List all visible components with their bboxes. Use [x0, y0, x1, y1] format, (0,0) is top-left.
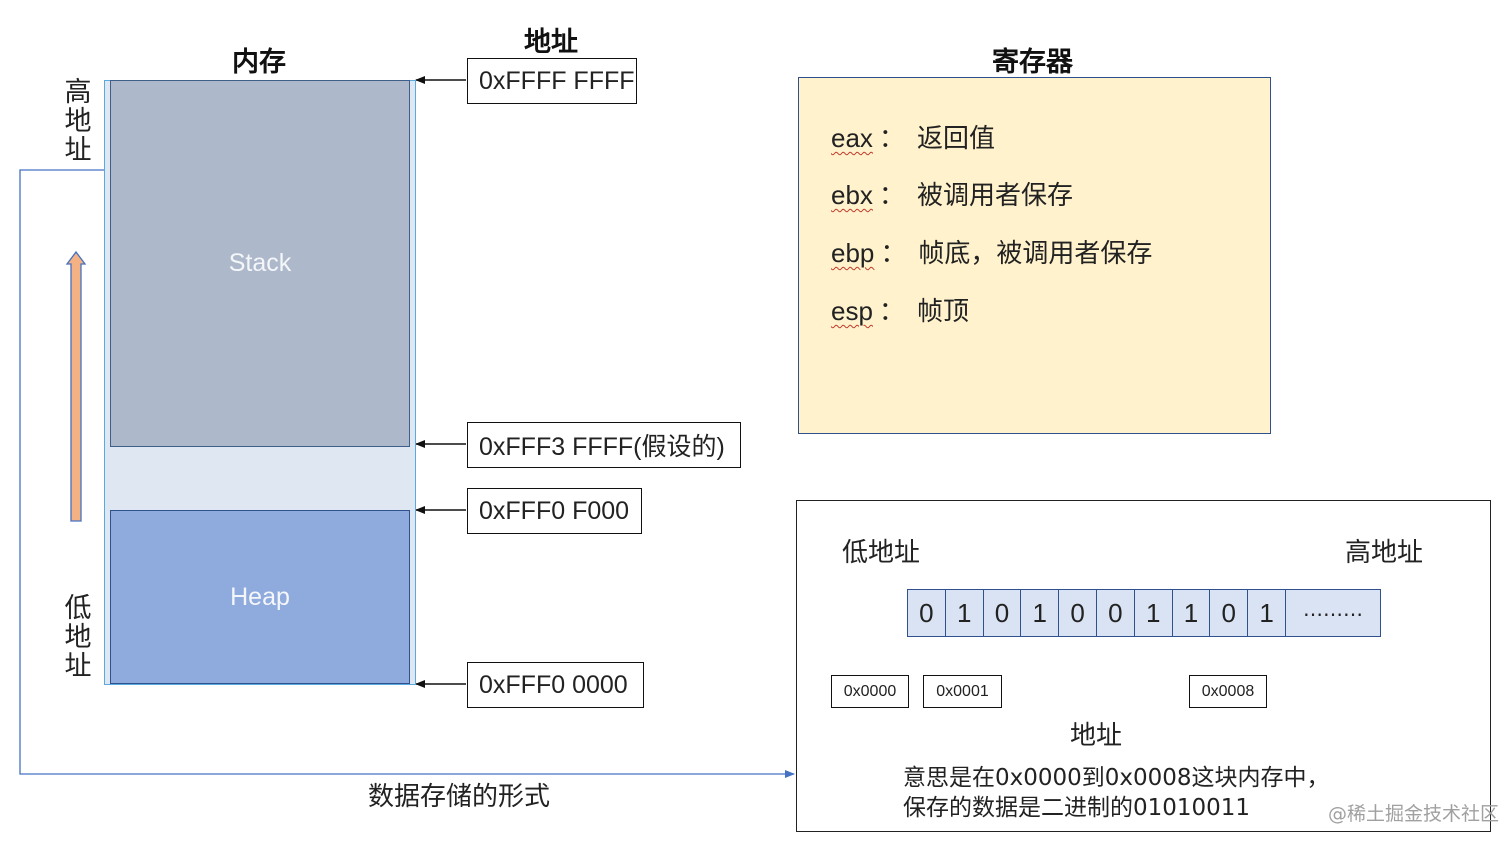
bit-cell: 0 [1097, 590, 1135, 636]
byte-address-0008: 0x0008 [1189, 675, 1267, 708]
address-box-stack-bottom: 0xFFF3 FFFF(假设的) [467, 422, 741, 468]
bit-cell: 0 [908, 590, 946, 636]
bit-cell: 1 [946, 590, 984, 636]
heap-segment: Heap [110, 510, 410, 684]
register-row-ebx: ebx：被调用者保存 [831, 180, 1073, 211]
registers-title: 寄存器 [992, 47, 1073, 78]
high-address-text: 高地址 [1345, 538, 1424, 568]
low-address-label: 低 地 址 [64, 593, 92, 682]
bit-array: 0 1 0 1 0 0 1 1 0 1 ……… [907, 589, 1381, 637]
bit-cell: 1 [1021, 590, 1060, 636]
bit-cell: 1 [1135, 590, 1173, 636]
registers-box: eax：返回值 ebx：被调用者保存 ebp：帧底，被调用者保存 esp：帧顶 [798, 77, 1271, 434]
register-row-esp: esp：帧顶 [831, 296, 969, 327]
explanation-line-1: 意思是在0x0000到0x0008这块内存中， [903, 765, 1330, 791]
address-box-top: 0xFFFF FFFF [467, 58, 637, 104]
bit-cell: 0 [984, 590, 1022, 636]
stack-label: Stack [228, 249, 292, 277]
heap-label: Heap [230, 582, 290, 611]
high-address-label: 高 地 址 [64, 77, 92, 166]
storage-panel [796, 500, 1491, 832]
address-box-heap-top: 0xFFF0 F000 [467, 488, 642, 534]
explanation-line-2: 保存的数据是二进制的01010011 [903, 795, 1251, 821]
memory-title: 内存 [232, 47, 286, 78]
bit-cell: 1 [1248, 590, 1286, 636]
byte-address-0000: 0x0000 [831, 675, 909, 708]
address-box-bottom: 0xFFF0 0000 [467, 662, 644, 708]
address-title: 地址 [524, 27, 578, 58]
storage-caption: 数据存储的形式 [368, 782, 551, 812]
storage-connector [19, 169, 795, 778]
byte-address-0001: 0x0001 [923, 675, 1002, 708]
low-address-text: 低地址 [842, 538, 921, 568]
bit-cell: 0 [1059, 590, 1097, 636]
register-row-eax: eax：返回值 [831, 123, 995, 154]
bit-cell: 1 [1173, 590, 1211, 636]
stack-segment: Stack [110, 80, 410, 447]
watermark: @稀土掘金技术社区 [1328, 803, 1500, 825]
bit-ellipsis: ……… [1302, 597, 1363, 621]
register-row-ebp: ebp：帧底，被调用者保存 [831, 238, 1153, 269]
address-label: 地址 [1070, 721, 1123, 751]
bit-cell: 0 [1210, 590, 1249, 636]
growth-arrow-icon [65, 250, 87, 522]
